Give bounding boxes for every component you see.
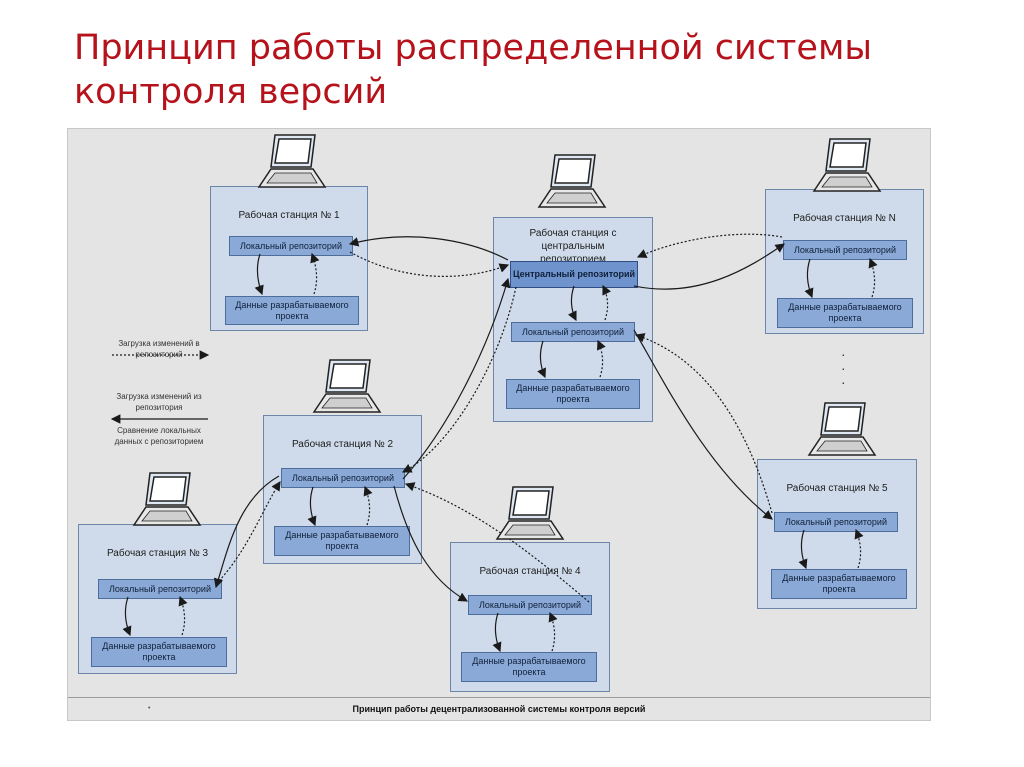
legend-download: Загрузка изменений из репозитория [116,392,202,412]
station-1: Рабочая станция № 1 Локальный репозитори… [210,186,368,331]
page-title: Принцип работы распределенной системы ко… [74,28,872,112]
arrow-s2-to-s3 [213,475,280,589]
station-label: Рабочая станция № 2 [291,439,394,450]
station-label: Рабочая станция № 3 [106,548,209,559]
internal-arrow-s4 [492,612,502,653]
arrow-sn-to-central [636,233,783,258]
project-data: Данные разрабатываемого проекта [777,298,913,328]
project-data: Данные разрабатываемого проекта [506,379,640,409]
central-repository: Центральный репозиторий [510,261,638,288]
internal-arrow-s5 [798,529,808,570]
station-n: Рабочая станция № N Локальный репозитори… [765,189,924,334]
diagram-caption: Принцип работы децентрализованной систем… [68,697,930,720]
project-data: Данные разрабатываемого проекта [461,652,597,682]
arrow-s2-to-s4 [393,485,469,602]
station-label: Рабочая станция № 1 [238,210,340,221]
station-5: Рабочая станция № 5 Локальный репозитори… [757,459,917,609]
internal-arrow-s5 [854,528,864,569]
laptop-icon [812,138,882,192]
project-data: Данные разрабатываемого проекта [225,296,359,325]
internal-arrow-s3 [122,596,132,637]
internal-arrow-central [597,339,606,378]
station-4: Рабочая станция № 4 Локальный репозитори… [450,542,610,692]
internal-arrow-s4 [548,611,558,652]
project-data: Данные разрабатываемого проекта [771,569,907,599]
local-repository: Локальный репозиторий [281,468,405,488]
internal-arrow-central [602,284,612,321]
station-central: Рабочая станция с центральным репозитори… [493,217,653,422]
arrow-central-to-s5 [633,329,773,520]
internal-arrow-s1 [310,252,320,295]
ellipsis-more-stations: · · · [841,346,846,390]
internal-arrow-s3 [178,595,188,636]
project-data: Данные разрабатываемого проекта [91,637,227,667]
internal-arrow-sn [804,258,814,299]
internal-arrow-s2 [363,485,373,526]
arrow-s2-to-central [402,277,511,480]
laptop-icon [537,154,607,208]
arrow-s5-to-central [634,333,773,514]
station-label: Рабочая станция № 5 [786,483,888,494]
station-3: Рабочая станция № 3 Локальный репозитори… [78,524,237,674]
laptop-icon [495,486,565,540]
internal-arrow-central [537,340,546,379]
laptop-icon [807,402,877,456]
local-repository: Локальный репозиторий [774,512,898,532]
local-repository: Локальный репозиторий [468,595,592,615]
laptop-icon [257,134,327,188]
arrow-central-to-s2 [401,286,517,473]
internal-arrow-central [567,285,577,322]
legend-upload: Загрузка изменений в репозиторий [118,339,200,359]
laptop-icon [312,359,382,413]
local-repository: Локальный репозиторий [98,579,222,599]
internal-arrow-sn [868,257,878,298]
arrow-central-to-sn [633,243,785,290]
arrow-s3-to-s2 [218,480,281,582]
station-label: Рабочая станция № 4 [479,566,581,577]
internal-arrow-s1 [254,253,264,296]
internal-arrow-s2 [307,486,317,527]
laptop-icon [132,472,202,526]
arrow-central-to-s1 [348,236,509,261]
legend-compare: Сравнение локальных данных с репозиторие… [114,426,204,446]
station-label: Рабочая станция № N [793,213,896,224]
project-data: Данные разрабатываемого проекта [274,526,410,556]
caption-mark: • [148,705,151,712]
station-label: Рабочая станция с центральным репозитори… [529,228,617,265]
diagram-canvas: Рабочая станция № 1 Локальный репозитори… [67,128,931,721]
arrow-s4-to-s2 [404,482,590,603]
arrow-s1-to-central [349,251,510,277]
connection-arrows [110,233,878,653]
